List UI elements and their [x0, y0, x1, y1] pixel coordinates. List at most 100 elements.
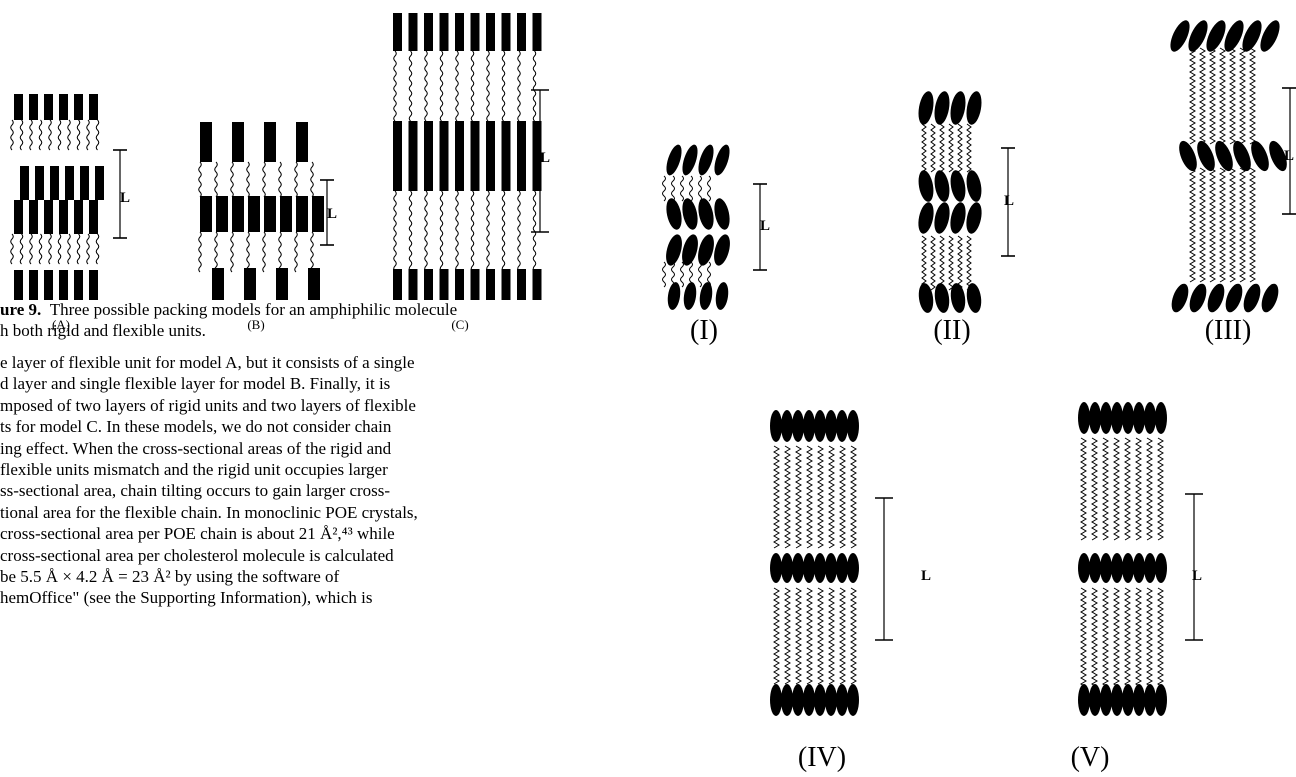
rigid-block — [532, 121, 542, 159]
panel-label-v: (V) — [1070, 742, 1110, 773]
panel-label-a: (A) — [51, 317, 71, 332]
text-line: d layer and single flexible layer for mo… — [0, 374, 391, 394]
flexible-chain — [246, 231, 250, 273]
rigid-block — [89, 270, 98, 300]
rigid-ellipsoid — [770, 684, 782, 716]
flexible-chain — [921, 235, 927, 291]
rigid-block — [455, 159, 464, 191]
rigid-ellipsoid — [847, 410, 859, 442]
rigid-ellipsoid — [1170, 20, 1190, 52]
flexible-chain — [198, 231, 202, 273]
rigid-block — [308, 268, 320, 300]
rigid-block — [276, 268, 288, 300]
rigid-block — [44, 94, 53, 120]
flexible-chain — [773, 445, 780, 549]
figure-caption: ure 9. Three possible packing models for… — [0, 299, 640, 341]
rigid-block — [296, 122, 308, 162]
rigid-block — [74, 200, 83, 234]
dimension-label-iii: L — [1284, 148, 1295, 164]
rigid-ellipsoid — [1133, 553, 1145, 583]
rigid-ellipsoid — [1207, 283, 1225, 313]
rigid-block — [455, 269, 464, 300]
caption-text: Three possible packing models for an amp… — [49, 300, 458, 319]
rigid-ellipsoid — [1243, 283, 1261, 313]
flexible-chain — [67, 119, 71, 151]
rigid-block — [501, 159, 511, 191]
dimension-label-iv: L — [921, 568, 932, 584]
rigid-block — [393, 121, 402, 159]
flexible-chain — [19, 119, 24, 151]
caption-label: ure 9. — [0, 300, 42, 319]
rigid-block — [486, 13, 495, 51]
dimension-label-a: L — [120, 190, 131, 206]
rigid-ellipsoid — [1197, 140, 1215, 172]
rigid-ellipsoid — [836, 684, 848, 716]
flexible-chain — [806, 587, 813, 685]
rigid-ellipsoid — [825, 553, 837, 583]
rigid-ellipsoid — [950, 283, 966, 313]
rigid-ellipsoid — [803, 410, 815, 442]
flexible-chain — [393, 190, 397, 272]
flexible-chain — [455, 50, 459, 122]
flexible-chain — [1080, 437, 1087, 541]
flexible-chain — [689, 175, 693, 202]
rigid-block — [89, 94, 98, 120]
text-line: e layer of flexible unit for model A, bu… — [0, 353, 415, 372]
rigid-ellipsoid — [918, 91, 934, 125]
flexible-chain — [707, 175, 711, 202]
rigid-ellipsoid — [847, 684, 859, 716]
rigid-block — [89, 200, 98, 234]
rigid-ellipsoid — [1111, 553, 1123, 583]
rigid-block — [95, 166, 104, 200]
flexible-chain — [966, 235, 972, 291]
rigid-block — [424, 159, 433, 191]
rigid-ellipsoid — [1100, 553, 1112, 583]
flexible-chain — [784, 587, 791, 685]
rigid-ellipsoid — [1122, 553, 1134, 583]
flexible-chain — [839, 587, 846, 685]
rigid-block — [439, 269, 449, 300]
flexible-chain — [1135, 437, 1142, 541]
rigid-block — [35, 166, 44, 200]
rigid-block — [424, 13, 433, 51]
flexible-chain — [662, 261, 666, 288]
rigid-ellipsoid — [1100, 684, 1112, 716]
rigid-block — [439, 121, 449, 159]
rigid-ellipsoid — [667, 282, 681, 310]
flexible-chain — [1157, 587, 1164, 691]
flexible-chain — [310, 231, 314, 273]
flexible-chain — [817, 445, 824, 549]
flexible-chain — [29, 119, 33, 151]
rigid-ellipsoid — [666, 144, 682, 176]
flexible-chain — [1113, 587, 1120, 691]
flexible-chain — [486, 190, 490, 272]
rigid-ellipsoid — [1078, 402, 1090, 434]
rigid-block — [20, 166, 29, 200]
rigid-block — [264, 122, 276, 162]
rigid-block — [470, 13, 480, 51]
flexible-chain — [214, 161, 218, 198]
rigid-ellipsoid — [966, 283, 982, 313]
rigid-block — [470, 269, 480, 300]
rigid-ellipsoid — [770, 410, 782, 442]
flexible-chain — [1091, 437, 1098, 541]
flexible-chain — [439, 190, 444, 272]
rigid-block — [200, 122, 212, 162]
flexible-chain — [1080, 587, 1087, 691]
dimension-label-ii: L — [1004, 193, 1015, 209]
rigid-ellipsoid — [1089, 402, 1101, 434]
flexible-chain — [828, 587, 835, 685]
rigid-ellipsoid — [918, 170, 934, 202]
flexible-chain — [501, 50, 506, 122]
flexible-chain — [1199, 47, 1206, 145]
flexible-chain — [966, 123, 972, 173]
text-line: ing effect. When the cross-sectional are… — [0, 438, 392, 458]
rigid-ellipsoid — [781, 553, 793, 583]
flexible-chain — [470, 190, 475, 272]
flexible-chain — [680, 261, 684, 288]
flexible-chain — [424, 190, 428, 272]
rigid-ellipsoid — [1225, 283, 1243, 313]
rigid-ellipsoid — [682, 234, 698, 266]
flexible-chain — [1199, 167, 1206, 283]
flexible-chain — [278, 161, 282, 198]
